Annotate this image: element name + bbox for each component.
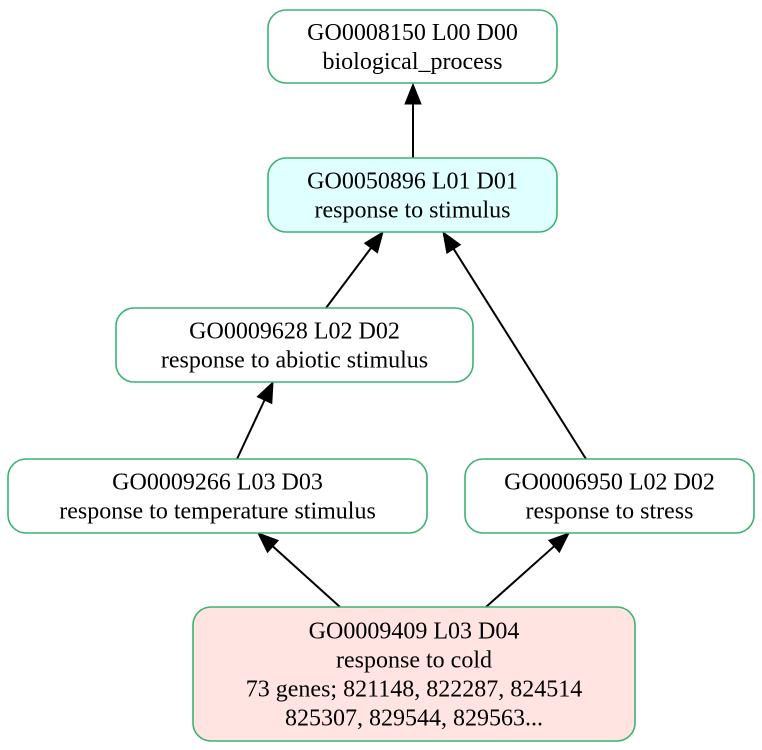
arrowhead-icon bbox=[404, 82, 422, 105]
edge-line bbox=[485, 545, 555, 608]
node-go0009266: GO0009266 L03 D03 response to temperature… bbox=[7, 458, 428, 534]
node-text-line: response to cold bbox=[336, 648, 492, 674]
node-go0008150: GO0008150 L00 D00 biological_process bbox=[267, 9, 558, 84]
node-text-line: 73 genes; 821148, 822287, 824514 bbox=[246, 677, 582, 703]
node-id-label: GO0009409 L03 D04 bbox=[309, 619, 520, 645]
edge-go0009266-to-go0009628 bbox=[236, 380, 274, 460]
node-box bbox=[267, 9, 558, 84]
node-id-label: GO0006950 L02 D02 bbox=[504, 470, 715, 496]
node-text-line: response to stress bbox=[526, 499, 694, 525]
node-text-line: biological_process bbox=[323, 49, 503, 75]
arrowhead-icon bbox=[547, 532, 571, 554]
edges-layer bbox=[236, 82, 587, 608]
node-go0009409: GO0009409 L03 D04 response to cold 73 gene… bbox=[192, 606, 636, 742]
node-text-line: response to temperature stimulus bbox=[59, 499, 376, 525]
edge-go0006950-to-go0050896 bbox=[442, 230, 587, 460]
node-box bbox=[192, 606, 636, 742]
node-go0006950: GO0006950 L02 D02 response to stress bbox=[464, 458, 755, 534]
edge-line bbox=[452, 248, 587, 460]
arrowhead-icon bbox=[257, 532, 280, 554]
edge-go0009409-to-go0006950 bbox=[485, 532, 571, 608]
node-id-label: GO0008150 L00 D00 bbox=[307, 20, 518, 46]
nodes-layer: GO0008150 L00 D00 biological_processGO005… bbox=[7, 9, 755, 742]
edge-go0009409-to-go0009266 bbox=[257, 532, 341, 608]
arrowhead-icon bbox=[442, 230, 462, 255]
node-go0009628: GO0009628 L02 D02 response to abiotic sti… bbox=[115, 307, 474, 383]
node-go0050896: GO0050896 L01 D01 response to stimulus bbox=[267, 157, 558, 233]
node-id-label: GO0050896 L01 D01 bbox=[307, 169, 518, 195]
node-box bbox=[464, 458, 755, 534]
node-box bbox=[267, 157, 558, 233]
edge-go0009628-to-go0050896 bbox=[325, 230, 384, 309]
node-id-label: GO0009266 L03 D03 bbox=[112, 470, 323, 496]
node-text-line: 825307, 829544, 829563... bbox=[285, 706, 543, 732]
node-box bbox=[115, 307, 474, 383]
node-text-line: response to stimulus bbox=[315, 198, 511, 224]
arrowhead-icon bbox=[363, 230, 384, 254]
node-id-label: GO0009628 L02 D02 bbox=[189, 319, 400, 345]
edge-line bbox=[325, 247, 372, 309]
node-text-line: response to abiotic stimulus bbox=[161, 348, 428, 374]
edge-line bbox=[236, 399, 266, 460]
edge-go0050896-to-go0008150 bbox=[404, 82, 422, 158]
arrowhead-icon bbox=[256, 380, 274, 405]
node-box bbox=[7, 458, 428, 534]
edge-line bbox=[272, 545, 341, 608]
